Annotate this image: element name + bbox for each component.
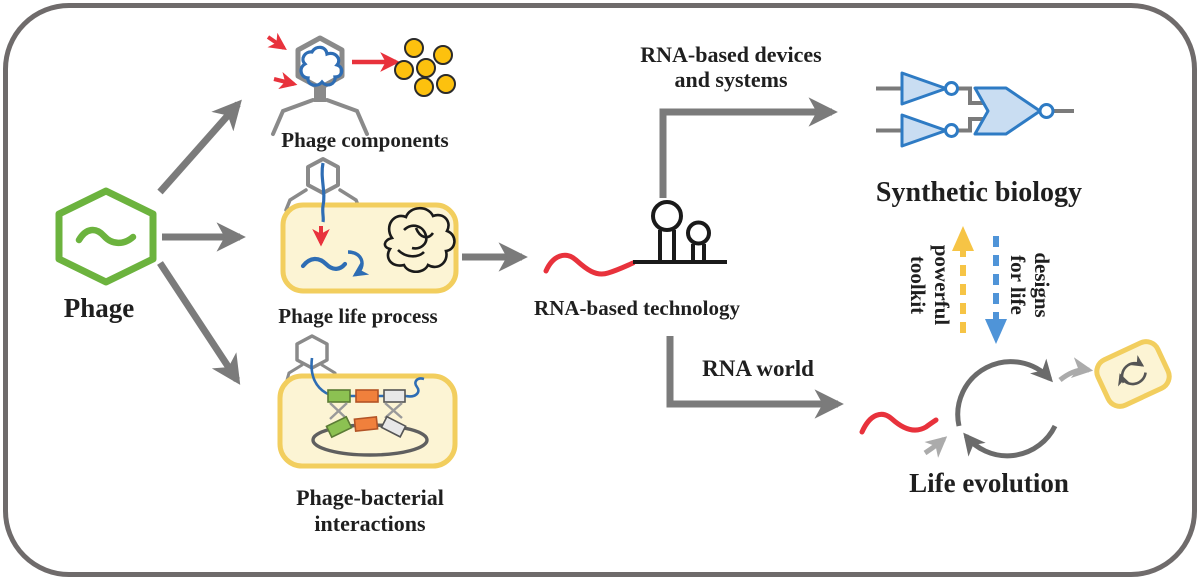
gene-boxes-row2: [325, 415, 407, 439]
rna-hairpin-icon: [543, 200, 727, 277]
not-gate-top: [900, 71, 948, 106]
phage-hexagon-icon: [55, 187, 157, 286]
life-cycle-icon: [955, 358, 1058, 459]
arrow-to-protocell: [1058, 357, 1094, 382]
phage-bacterial-label-line1: Phage-bacterial: [296, 485, 444, 510]
phage-bacterial-label: Phage-bacterial interactions: [258, 485, 482, 537]
rna-world-label: RNA world: [702, 356, 814, 381]
rna-technology-label: RNA-based technology: [534, 296, 740, 320]
phage-virion-icon: [266, 32, 456, 136]
powerful-toolkit-line1: powerful: [930, 244, 954, 326]
disassembly-arrows: [266, 32, 400, 90]
replication-curved-arrow: [347, 250, 370, 277]
life-evolution-label: Life evolution: [909, 468, 1069, 498]
arrow-rna-world: [666, 336, 844, 419]
gene-boxes-row1: [327, 389, 406, 403]
phage-components-label: Phage components: [281, 128, 449, 152]
not-gate-bottom: [900, 113, 948, 148]
arrow-to-interactions: [157, 261, 241, 385]
figure-border: [3, 3, 1197, 577]
phage-label: Phage: [63, 293, 135, 323]
powerful-toolkit-label: powerful toolkit: [904, 227, 956, 343]
powerful-toolkit-arrow: [952, 226, 974, 333]
rna-devices-label: RNA-based devices and systems: [621, 42, 841, 92]
logic-gates-icon: [876, 71, 1074, 148]
phage-bacterial-label-line2: interactions: [314, 511, 426, 536]
designs-for-life-line1: designs: [1030, 252, 1054, 318]
phage-bacterial-icon: [277, 334, 458, 469]
synthetic-biology-label: Synthetic biology: [875, 177, 1083, 208]
designs-for-life-arrow: [985, 236, 1007, 344]
rna-squiggle-red: [859, 411, 939, 435]
bacterial-cell-icon: [280, 202, 459, 294]
protein-tangle-icon: [383, 206, 456, 274]
dna-blob-icon: [299, 45, 344, 87]
phage-life-process-icon: [280, 157, 459, 294]
arrow-devices-systems: [659, 97, 838, 198]
rna-devices-label-line2: and systems: [674, 67, 788, 92]
powerful-toolkit-line2: toolkit: [906, 255, 930, 315]
rna-squiggle-green: [75, 226, 137, 247]
arrow-into-cycle: [923, 436, 948, 458]
genome-s-tail: [405, 377, 425, 398]
designs-for-life-label: designs for life: [1004, 227, 1056, 343]
nor-gate: [973, 86, 1042, 136]
injected-dna: [320, 162, 326, 223]
rna-squiggle-red: [543, 252, 636, 277]
phage-life-process-label: Phage life process: [278, 304, 438, 328]
life-evolution-icon: [859, 339, 1172, 459]
recombination-crosses: [329, 402, 403, 420]
protocell-icon: [1094, 339, 1172, 409]
designs-for-life-line2: for life: [1006, 255, 1030, 315]
rna-squiggle-blue: [300, 256, 348, 271]
protein-dots-icon: [394, 38, 456, 97]
arrow-to-components: [157, 99, 242, 195]
phage-branch-arrows: [157, 99, 246, 385]
rna-devices-label-line1: RNA-based devices: [640, 42, 822, 67]
